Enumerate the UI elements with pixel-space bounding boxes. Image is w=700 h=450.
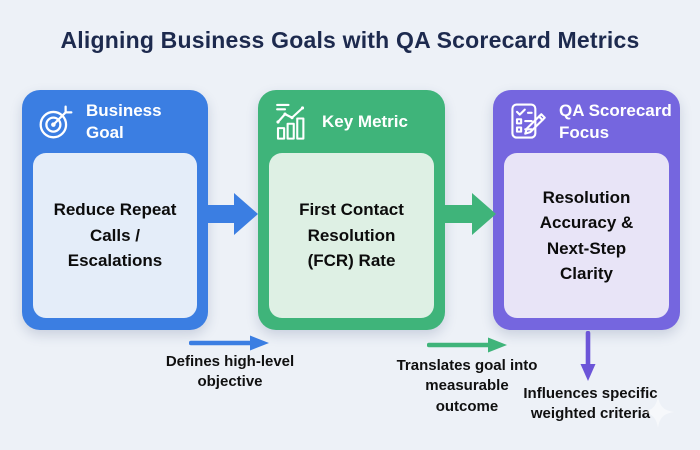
- annotation-2-text: Translates goal into measurable outcome: [396, 357, 538, 415]
- card-qa-scorecard-focus-header: QA Scorecard Focus: [493, 90, 680, 153]
- card-qa-scorecard-focus-text: Resolution Accuracy & Next-Step Clarity: [539, 187, 634, 284]
- flow-arrow-2-icon: [441, 193, 496, 235]
- card-qa-scorecard-focus-label: QA Scorecard Focus: [559, 101, 672, 142]
- annotation-3-arrow-icon: [580, 331, 596, 381]
- card-business-goal-body: Reduce Repeat Calls / Escalations: [33, 153, 197, 318]
- card-business-goal: Business Goal Reduce Repeat Calls / Esca…: [22, 90, 208, 330]
- card-business-goal-label: Business Goal: [86, 101, 162, 142]
- card-business-goal-header: Business Goal: [22, 90, 208, 153]
- card-key-metric: Key Metric First Contact Resolution (FCR…: [258, 90, 445, 330]
- sparkle-icon: [642, 396, 674, 428]
- bar-chart-icon: [271, 101, 313, 143]
- card-key-metric-body: First Contact Resolution (FCR) Rate: [269, 153, 434, 318]
- annotation-3-text: Influences specific weighted criteria: [523, 385, 658, 423]
- page-title: Aligning Business Goals with QA Scorecar…: [60, 27, 640, 53]
- annotation-1-arrow-icon: [189, 335, 269, 351]
- target-icon: [35, 101, 77, 143]
- annotation-1-text: Defines high-level objective: [165, 353, 295, 391]
- card-qa-scorecard-focus: QA Scorecard Focus Resolution Accuracy &…: [493, 90, 680, 330]
- card-business-goal-text: Reduce Repeat Calls / Escalations: [53, 200, 177, 271]
- checklist-pencil-icon: [506, 100, 550, 144]
- annotation-2-arrow-icon: [427, 337, 507, 353]
- card-key-metric-label: Key Metric: [322, 111, 408, 131]
- card-key-metric-text: First Contact Resolution (FCR) Rate: [299, 200, 404, 271]
- flow-arrow-1-icon: [203, 193, 258, 235]
- card-qa-scorecard-focus-body: Resolution Accuracy & Next-Step Clarity: [504, 153, 669, 318]
- card-key-metric-header: Key Metric: [258, 90, 445, 153]
